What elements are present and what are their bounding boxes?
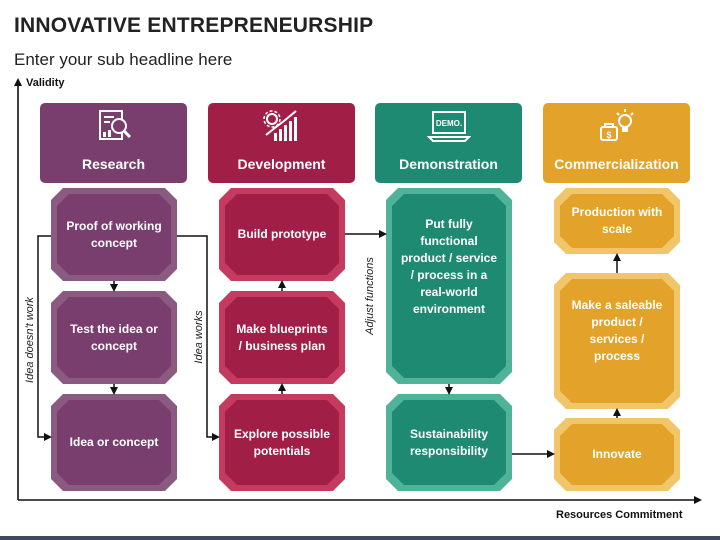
header-commercialization: $ Commercialization	[543, 103, 690, 183]
header-label: Demonstration	[399, 156, 498, 172]
research-document-icon	[98, 110, 131, 140]
x-axis-label: Resources Commitment	[556, 509, 683, 521]
card-proof-of-working-concept: Proof of working concept	[51, 188, 177, 281]
header-research: Research	[40, 103, 187, 183]
header-demonstration: DEMO. Demonstration	[375, 103, 522, 183]
demo-text: DEMO.	[435, 119, 461, 128]
svg-text:$: $	[606, 130, 611, 140]
label-idea-works: Idea works	[193, 310, 205, 364]
header-development: Development	[208, 103, 355, 183]
card-build-prototype: Build prototype	[219, 188, 345, 281]
header-label: Commercialization	[554, 156, 679, 172]
card-innovate: Innovate	[554, 418, 680, 491]
laptop-demo-icon: DEMO.	[426, 111, 471, 142]
money-bag-idea-icon: $	[599, 109, 634, 141]
bottom-bar	[0, 536, 720, 540]
card-make-a-saleable-product: Make a saleable product / services / pro…	[554, 273, 680, 409]
card-sustainability-responsibility: Sustainability responsibility	[386, 394, 512, 491]
growth-chart-gear-icon	[262, 110, 297, 141]
card-make-blueprints: Make blueprints / business plan	[219, 291, 345, 384]
card-test-the-idea: Test the idea or concept	[51, 291, 177, 384]
y-axis-label: Validity	[26, 77, 65, 89]
label-idea-doesnt-work: Idea doesn't work	[24, 297, 36, 383]
arrow-idea-doesnt-work	[37, 235, 52, 441]
page-subtitle: Enter your sub headline here	[14, 50, 233, 69]
card-idea-or-concept: Idea or concept	[51, 394, 177, 491]
card-explore-possible-potentials: Explore possible potentials	[219, 394, 345, 491]
card-put-fully-functional: Put fully functional product / service /…	[386, 188, 512, 384]
header-label: Research	[81, 156, 146, 172]
header-label: Development	[237, 156, 326, 172]
label-adjust-functions: Adjust functions	[364, 257, 376, 335]
page-title: INNOVATIVE ENTREPRENEURSHIP	[14, 14, 374, 37]
card-production-with-scale: Production with scale	[554, 188, 680, 254]
